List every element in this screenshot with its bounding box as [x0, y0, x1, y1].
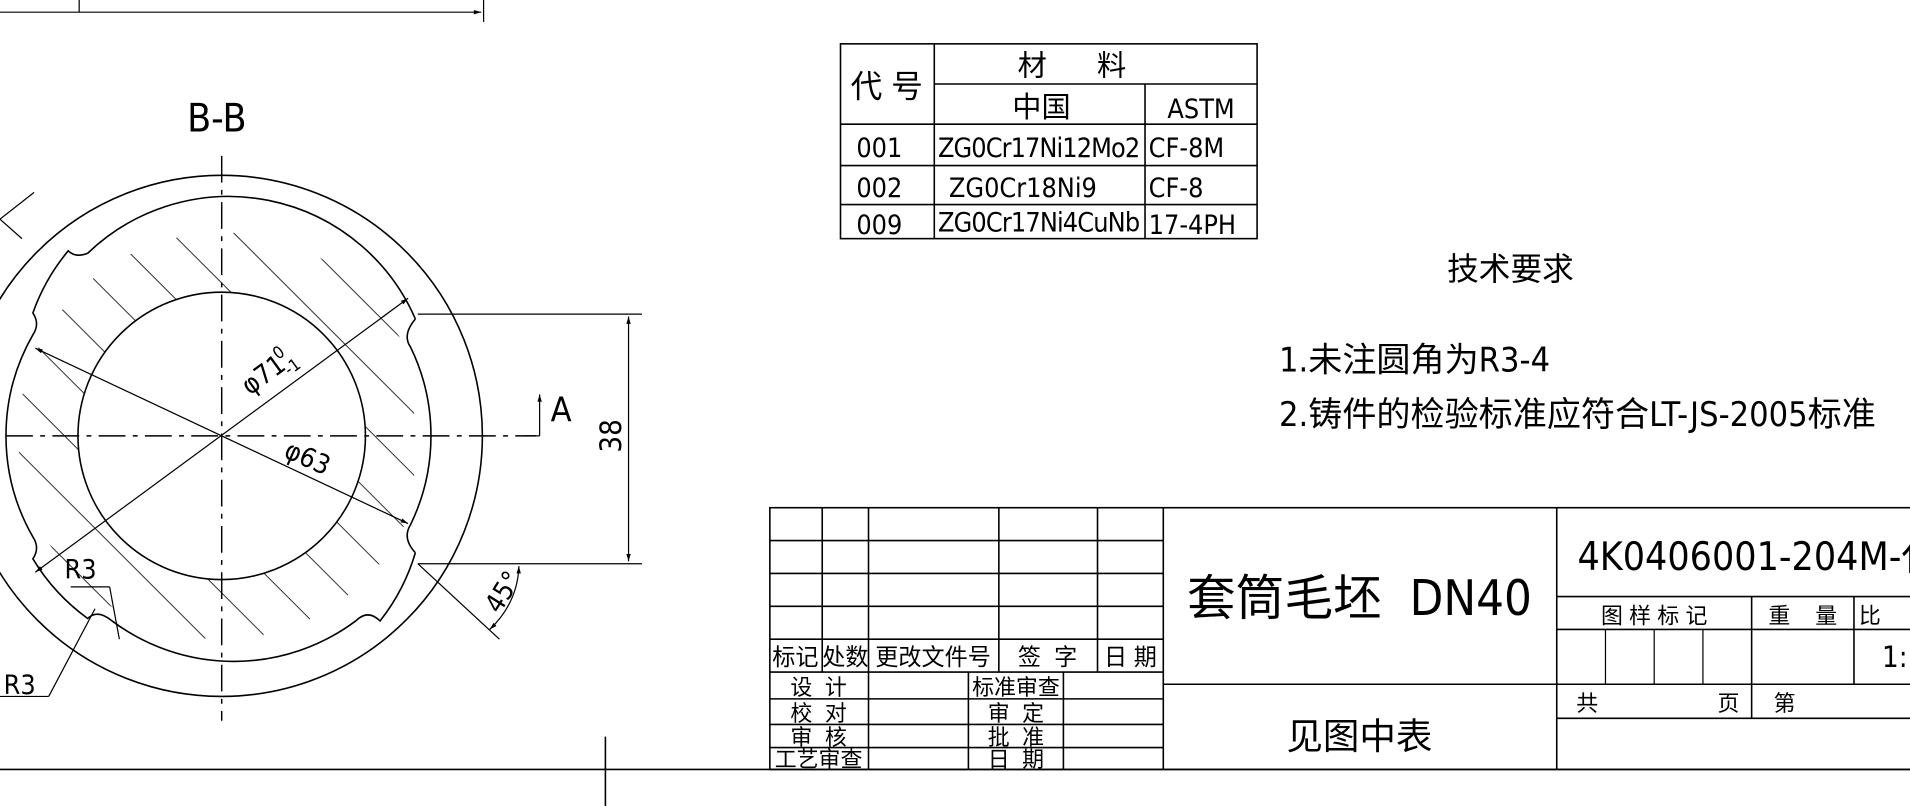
label-weight: 重 量: [1768, 604, 1837, 629]
tech-requirement-item: 1.未注圆角为R3-4: [1279, 340, 1550, 380]
signoff-label: 校 对: [790, 702, 846, 727]
row-astm: 17-4PH: [1149, 210, 1236, 241]
label-drawing-mark: 图 样 标 记: [1601, 604, 1708, 629]
title-block: 标记 处数 更改文件号 签 字 日 期 设 计 校 对 审 核 工艺审查 标准审…: [769, 506, 1910, 773]
section-view: [0, 155, 731, 721]
rev-header: 更改文件号: [875, 645, 991, 671]
angle-dimension: [417, 563, 521, 640]
signoff-label: 日 期: [988, 748, 1044, 773]
radius-label-inner: R3: [65, 554, 97, 585]
label-total: 共: [1576, 692, 1598, 717]
radius-label-outer: R3: [4, 670, 36, 701]
row-code: 009: [856, 210, 902, 241]
header-china: 中国: [1012, 90, 1070, 124]
row-china: ZG0Cr17Ni12Mo2: [938, 133, 1140, 164]
header-material: 材 料: [1018, 48, 1127, 82]
tech-requirement-item: 2.铸件的检验标准应符合LT-JS-2005标准: [1279, 395, 1876, 435]
label-page-no: 第: [1774, 692, 1796, 717]
radius-leaders: [0, 191, 120, 698]
body-profile: [5, 195, 417, 663]
rev-header: 日 期: [1104, 645, 1157, 671]
rev-header: 签 字: [1018, 645, 1077, 671]
row-astm: CF-8M: [1149, 133, 1225, 164]
drawing-number: 4K0406001-204M-代: [1577, 535, 1910, 580]
rev-header: 标记: [772, 645, 818, 671]
signoff-label: 标准审查: [972, 676, 1060, 701]
row-code: 001: [856, 133, 902, 164]
rev-header: 处数: [822, 645, 868, 671]
signoff-label: 工艺审查: [775, 748, 863, 773]
part-name: 套筒毛坯 DN40: [1187, 571, 1532, 627]
materials-table: 代 号 材 料 中国 ASTM 001 ZG0Cr17Ni12Mo2 CF-8M…: [839, 43, 1258, 241]
row-code: 002: [856, 173, 902, 204]
tech-requirements-title: 技术要求: [1447, 252, 1574, 288]
section-marker: A: [551, 390, 572, 430]
material-note: 见图中表: [1286, 715, 1432, 758]
width-label: 38: [594, 419, 628, 452]
section-arrow: [523, 394, 542, 437]
section-label: B-B: [187, 97, 246, 142]
row-astm: CF-8: [1149, 173, 1204, 204]
row-china: ZG0Cr17Ni4CuNb: [938, 207, 1140, 238]
label-scale: 比: [1859, 604, 1881, 629]
header-astm: ASTM: [1167, 94, 1234, 125]
signoff-label: 审 核: [790, 726, 846, 751]
signoff-label: 批 准: [988, 726, 1044, 751]
scale-value: 1:: [1882, 640, 1908, 674]
width-dimension: [417, 313, 642, 565]
header-code: 代 号: [851, 69, 923, 105]
signoff-label: 审 定: [988, 702, 1044, 727]
signoff-label: 设 计: [790, 676, 846, 701]
label-pages: 页: [1718, 692, 1740, 717]
top-dimension: [0, 0, 485, 22]
dia71-dim-line: [34, 297, 409, 573]
row-china: ZG0Cr18Ni9: [949, 173, 1097, 204]
